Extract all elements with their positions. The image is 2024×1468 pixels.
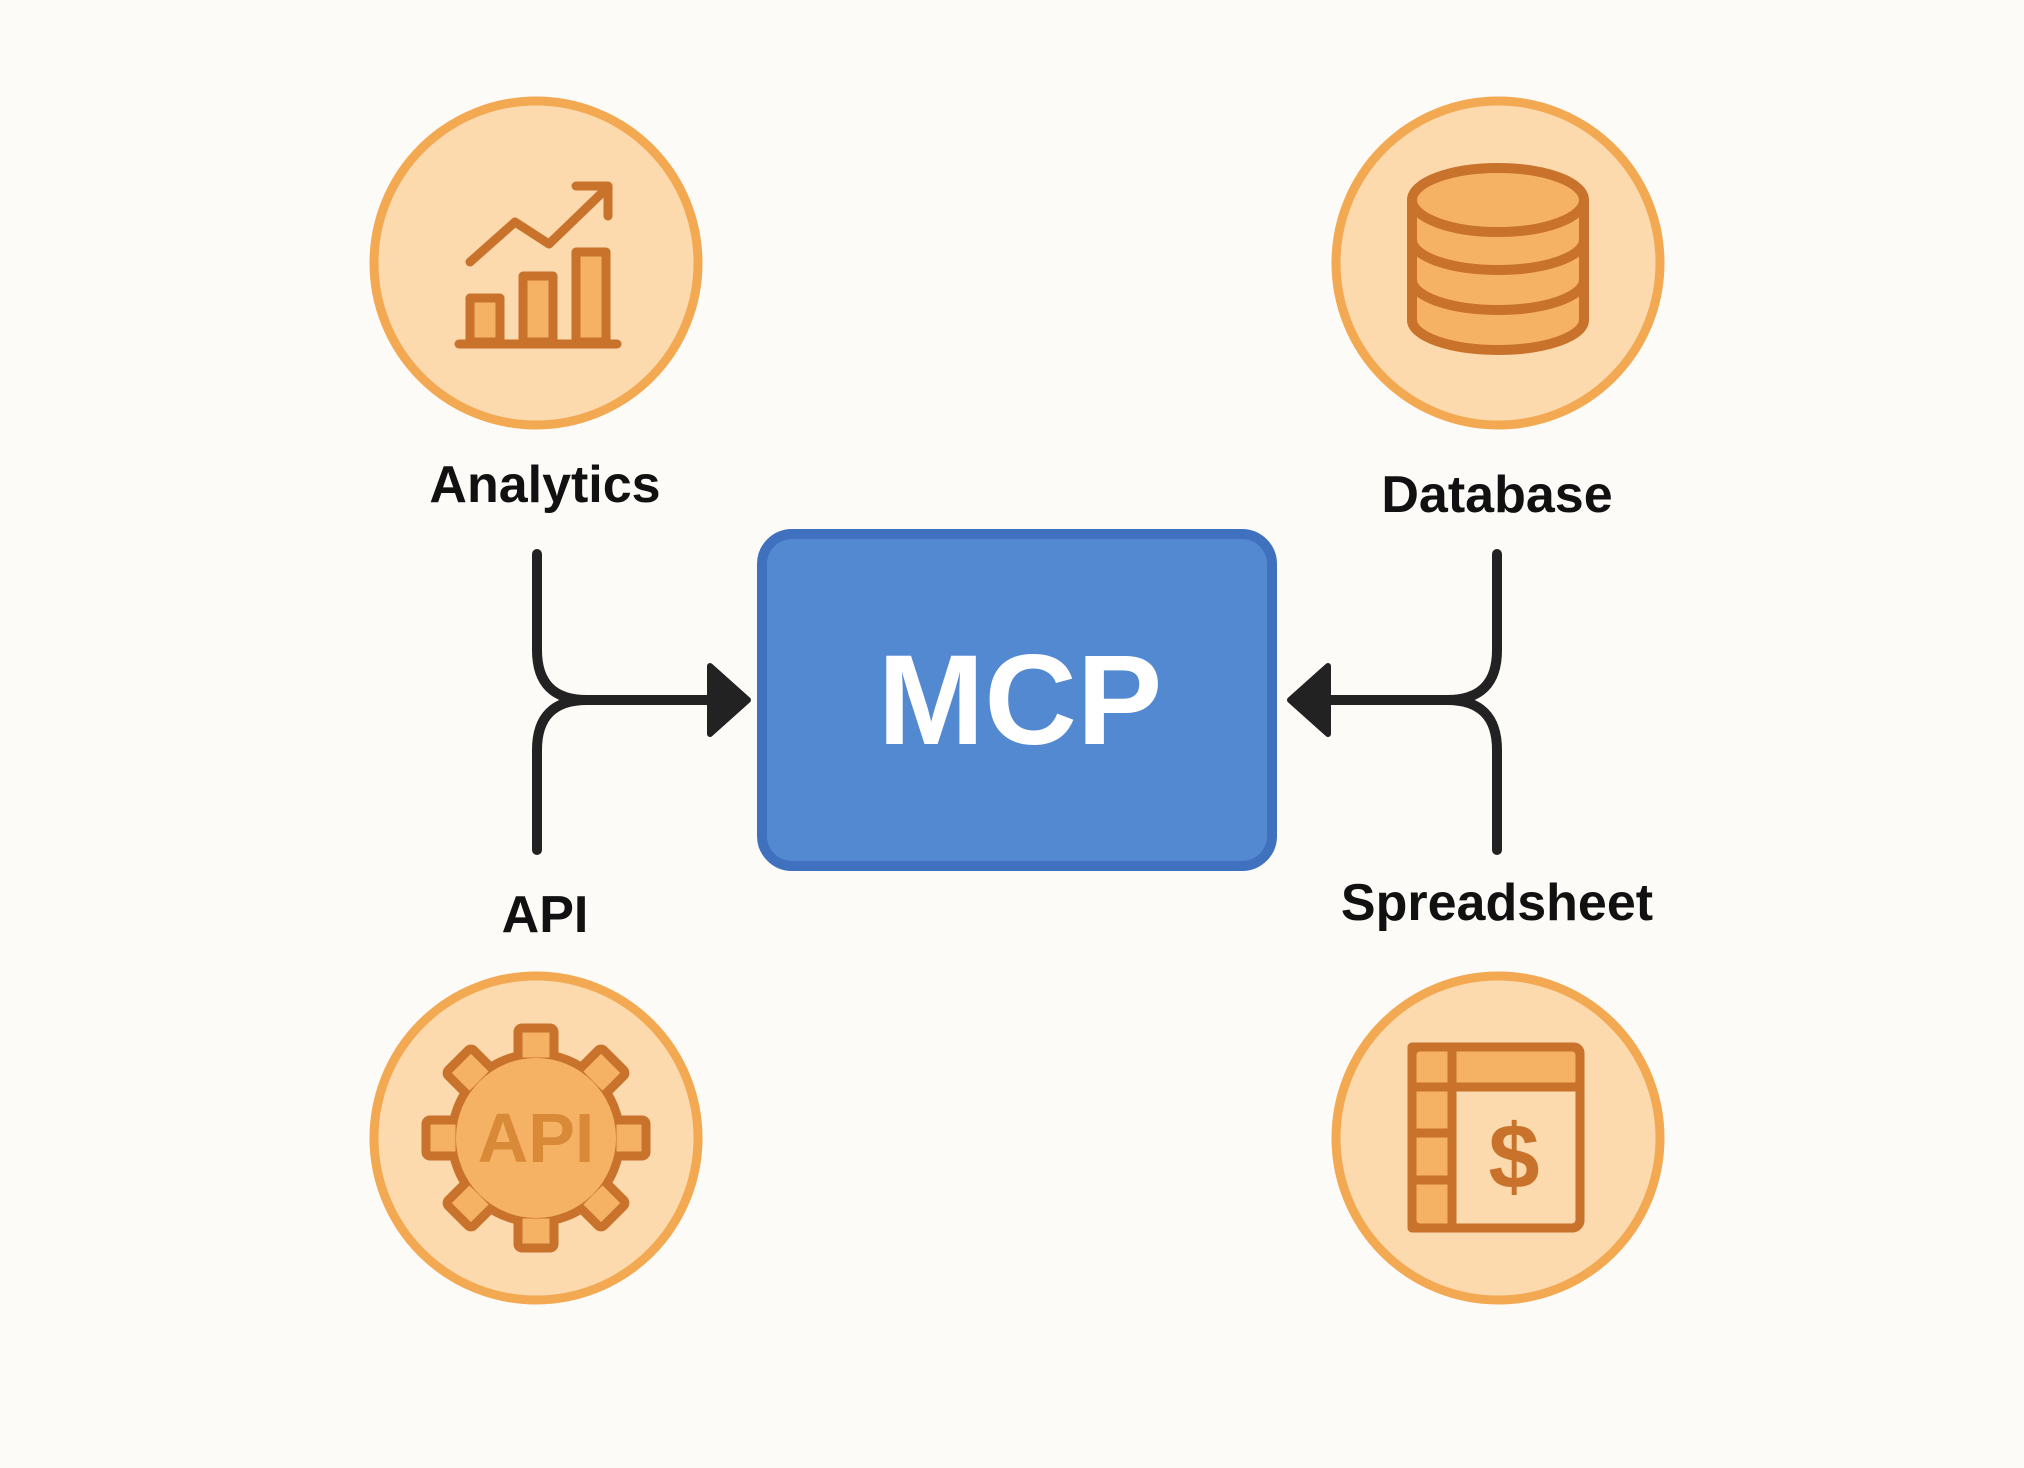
left-connector-top-line: [532, 549, 592, 705]
spreadsheet-node: $ Spreadsheet: [1331, 874, 1665, 1305]
analytics-node: Analytics: [369, 96, 703, 514]
left-arrow-head-icon: [707, 663, 751, 737]
bar-chart-trend-icon: [454, 181, 622, 349]
left-connector: [532, 549, 720, 855]
left-connector-bottom-line: [532, 695, 592, 855]
database-label: Database: [1381, 466, 1612, 524]
gear-icon-text: API: [478, 1099, 595, 1177]
spreadsheet-label: Spreadsheet: [1341, 874, 1653, 932]
spreadsheet-icon: [1407, 1042, 1585, 1233]
right-arrow-head-icon: [1287, 663, 1331, 737]
analytics-circle: [369, 96, 703, 430]
spreadsheet-dollar-text: $: [1488, 1106, 1539, 1208]
api-node: API API: [369, 886, 703, 1305]
database-icon: [1407, 163, 1589, 355]
gear-icon: API: [421, 1023, 651, 1253]
right-connector: [1318, 549, 1502, 855]
mcp-hub-label: MCP: [878, 629, 1162, 772]
api-label: API: [502, 886, 589, 944]
mcp-hub: MCP: [757, 529, 1277, 871]
right-connector-top-line: [1442, 549, 1502, 705]
right-connector-bottom-line: [1442, 695, 1502, 855]
database-node: Database: [1331, 96, 1665, 524]
mcp-hub-box: [757, 529, 1277, 871]
analytics-label: Analytics: [429, 456, 660, 514]
